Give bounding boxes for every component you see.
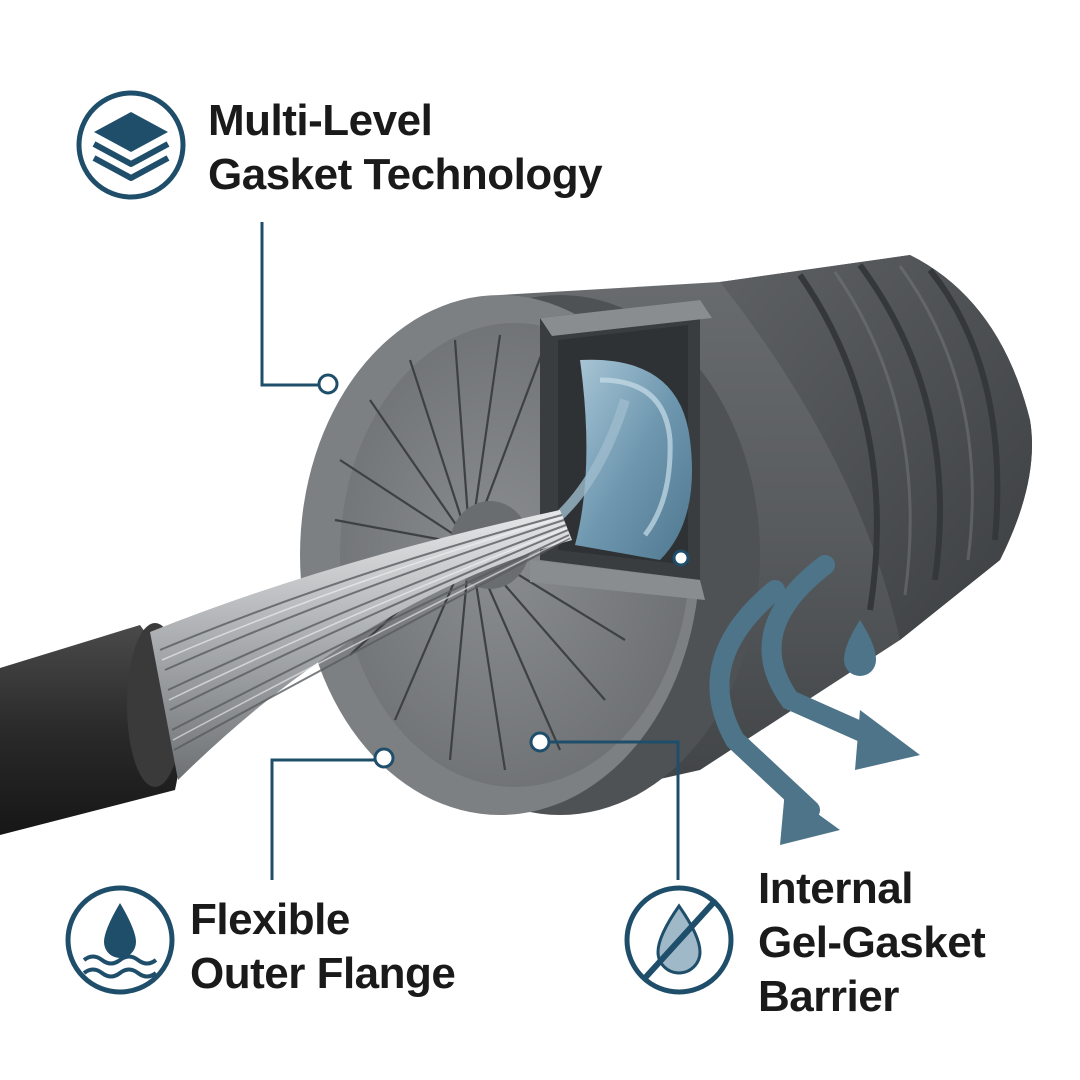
arrow-head-upper (855, 710, 920, 770)
arrow-head-lower (780, 790, 840, 845)
no-water-drop-icon (624, 885, 734, 995)
stranded-wire (150, 510, 572, 780)
callout-multi-level-line1: Multi-Level (208, 96, 433, 145)
stacked-layers-icon (76, 90, 186, 200)
leader-dot-outer-flange (373, 747, 395, 769)
arrow-heads (780, 710, 920, 845)
leader-line-gel-gasket (548, 740, 680, 880)
leader-line-multi-level (260, 222, 320, 387)
leader-dot-gel-gasket (529, 731, 551, 753)
callout-internal-gel-gasket: Internal Gel-Gasket Barrier (758, 862, 986, 1024)
water-drop-icon (844, 620, 876, 676)
leader-dots (317, 373, 690, 769)
water-deflection-arrows (709, 555, 890, 820)
callout-multi-level-gasket: Multi-Level Gasket Technology (208, 94, 603, 202)
callout-outer-flange-line2: Outer Flange (190, 949, 456, 998)
leader-dot-multi-level (317, 373, 339, 395)
callout-gel-gasket-line2: Gel-Gasket (758, 918, 986, 967)
water-drop-waves-icon (65, 885, 175, 995)
callout-outer-flange-line1: Flexible (190, 895, 350, 944)
leader-lines (260, 222, 680, 880)
callout-gel-gasket-line1: Internal (758, 864, 913, 913)
internal-gel-gasket (530, 300, 712, 600)
leader-dot-gel-inner (672, 549, 690, 567)
callout-flexible-outer-flange: Flexible Outer Flange (190, 893, 456, 1001)
leader-line-outer-flange (270, 758, 380, 880)
callout-gel-gasket-line3: Barrier (758, 972, 899, 1021)
callout-multi-level-line2: Gasket Technology (208, 150, 603, 199)
